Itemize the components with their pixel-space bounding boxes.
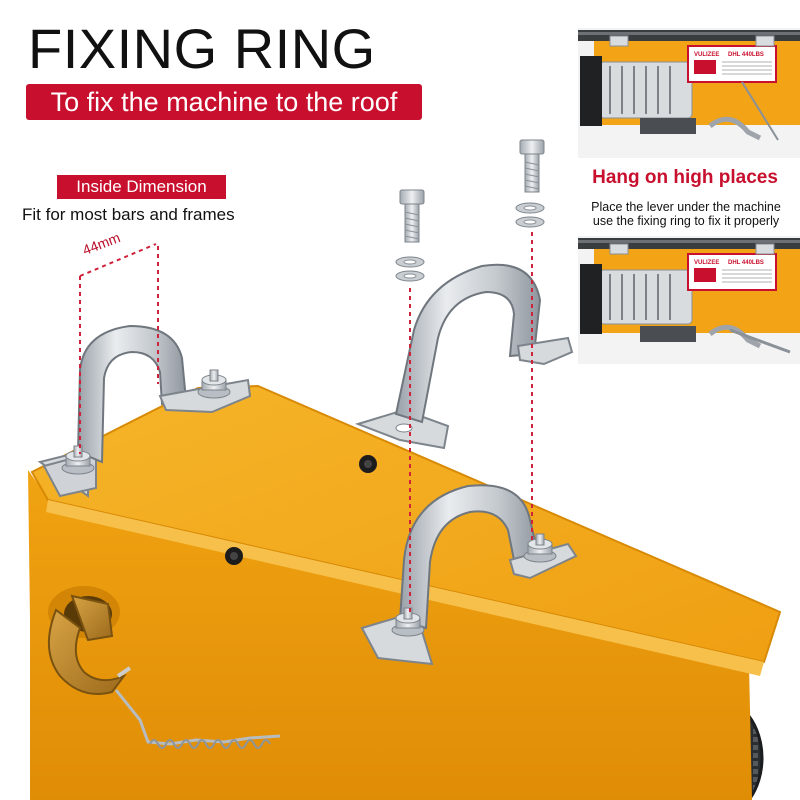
hang-panel-title: Hang on high places — [592, 167, 778, 188]
bolt-icon-left — [399, 189, 425, 243]
chain-icon — [114, 689, 281, 749]
fixing-ring-bracket-exploded — [354, 263, 574, 450]
hang-panel-line-1: Place the lever under the machine — [591, 200, 781, 214]
headline: FIXING RING — [28, 17, 376, 80]
bolt-icon-right — [519, 139, 545, 193]
hoist-brand-bottom: VULIZEE — [694, 260, 719, 266]
washer-icon-right — [515, 202, 545, 228]
assembly-guide-lines — [409, 232, 533, 612]
hook-icon — [47, 594, 132, 695]
hoist-model-bottom: DHL 440LBS — [728, 260, 764, 266]
fixing-ring-bracket-right — [360, 484, 578, 666]
hoist-model-top: DHL 440LBS — [728, 52, 764, 58]
hoist-brand-top: VULIZEE — [694, 52, 719, 58]
dimension-guide-lines — [79, 243, 159, 454]
hoist-photo-bottom: VULIZEE DHL 440LBS — [578, 236, 800, 364]
inside-dimension-note: Fit for most bars and frames — [22, 205, 235, 224]
hoist-photo-top: VULIZEE DHL 440LBS — [578, 28, 800, 158]
inside-dimension-badge: Inside Dimension — [57, 175, 226, 199]
washer-icon-left — [395, 256, 425, 282]
hang-panel-line-2: use the fixing ring to fix it properly — [592, 214, 780, 228]
subheadline-banner: To fix the machine to the roof — [26, 84, 422, 120]
